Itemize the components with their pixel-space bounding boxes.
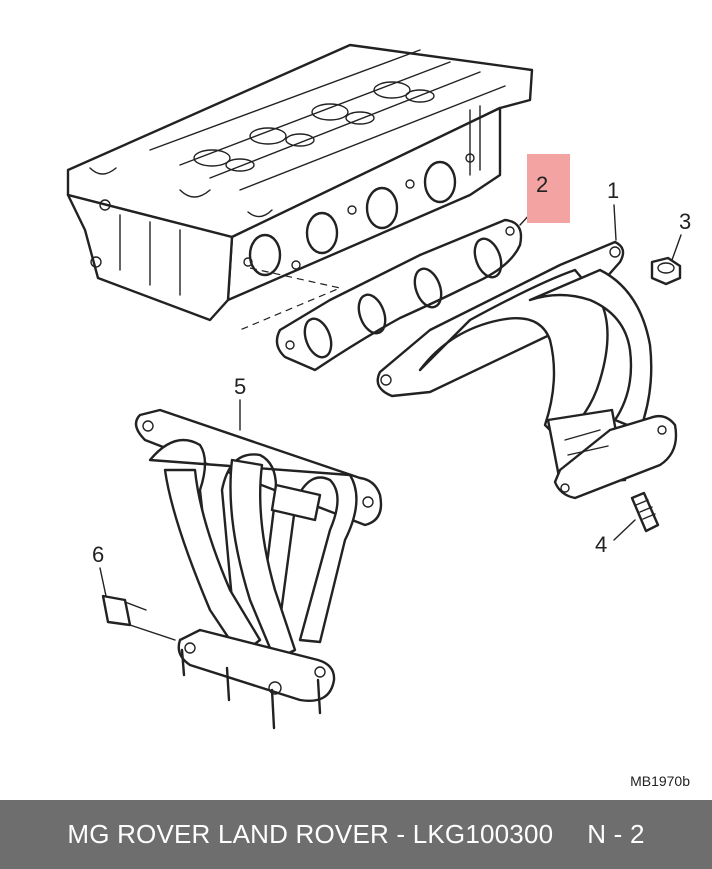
cylinder-head xyxy=(66,43,534,322)
footer-page: N - 2 xyxy=(587,819,645,849)
manifold-gasket xyxy=(275,218,523,372)
callout-3: 3 xyxy=(679,209,692,234)
manifold-stud xyxy=(630,491,660,533)
footer-brand: MG ROVER LAND ROVER - LKG100300 xyxy=(67,819,554,849)
exhaust-manifold-new xyxy=(134,408,383,730)
footer-bar: MG ROVER LAND ROVER - LKG100300 N - 2 xyxy=(0,800,712,869)
callout-2: 2 xyxy=(536,172,549,197)
manifold-nut xyxy=(650,256,682,286)
heat-shield-bracket xyxy=(101,594,176,641)
exhaust-manifold-assembled xyxy=(376,240,678,500)
callout-1: 1 xyxy=(607,178,620,203)
callout-6: 6 xyxy=(92,542,105,567)
diagram-reference: MB1970b xyxy=(630,773,690,789)
callout-4: 4 xyxy=(595,532,608,557)
highlight-box xyxy=(527,154,570,223)
exploded-parts-diagram xyxy=(66,43,682,730)
callout-5: 5 xyxy=(234,374,247,399)
